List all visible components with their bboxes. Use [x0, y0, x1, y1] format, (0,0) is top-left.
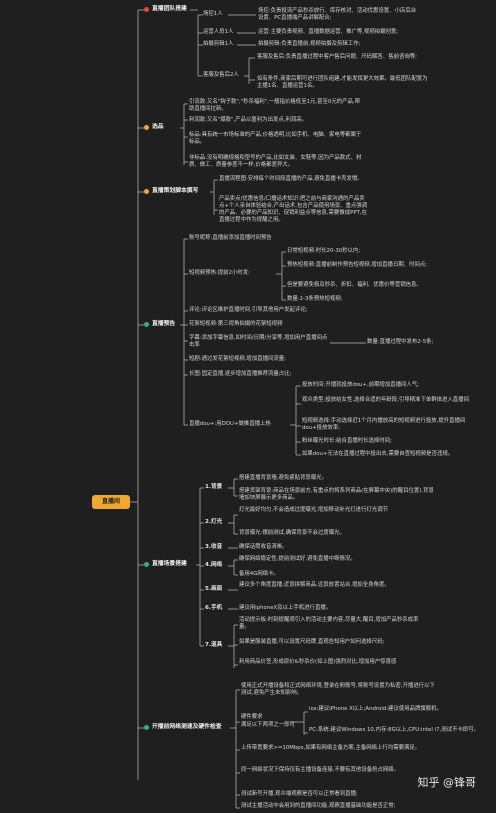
item-detail: 灯光最好均匀,不会造成过度曝光,增加移动补光灯进行灯光调节: [239, 507, 388, 513]
item-detail: 账号昵称:直播前添加直播时间预告: [189, 235, 272, 241]
item-detail: 字幕:添加字幕信息,如时间/日期/分享等,增加用户直播间点击率: [189, 335, 328, 349]
item-aside: 数量:直播过程中发布2-5条;: [367, 339, 434, 345]
item-detail: 短视频选择:手动选择近1个月内播放高的短视频进行投放,提升直播间dou+投放效率…: [302, 418, 466, 432]
item-detail: 同一网络状况下保持仅有主播设备连接,不要有其他设备抢占网络。: [241, 767, 400, 773]
item-detail: 活动提示板:时刻提醒观引入的活动主要内容,尽量大,醒目,增加产品秒杀成率量。: [239, 617, 419, 631]
item-detail: 搭建货架背景:商品在场景前方,有重点的将系列商品(在屏幕中央)的醒目位置),背景…: [239, 488, 434, 502]
sub-label: 5.画面: [205, 586, 223, 592]
green-dot-icon: [144, 725, 149, 731]
item-detail: 运营:主要负责视频、直播数据运营、推广等,视频拍摄创意;: [258, 29, 399, 35]
item-detail: 产品卖点/优惠信息/口播话术知识:把之前与商家沟通的产品卖点+个人亲自体验结合,…: [219, 196, 368, 224]
item-detail: PC:系统:建议Windows 10,内存:8G以上,CPU:intel i7,…: [309, 727, 479, 733]
green-dot-icon: [144, 322, 149, 328]
item-detail: 如有条件,商家后期可进行团队组建,才能发挥更大效果。最低团队配置为主播1名、直播…: [257, 76, 428, 90]
section-title: 直播场景搭建: [152, 561, 187, 567]
item-detail: 短剧:通过发花絮短视频,增加直播间流量;: [189, 356, 286, 362]
section-team[interactable]: 直播团队搭建: [144, 6, 187, 14]
item-detail: 观众类型:投放给女性,选择合适的年龄段,引导精准下单群体进入直播间: [302, 397, 469, 403]
item-detail: 但是要避免极及秒杀、折扣、福利、优惠价等营销信息。: [287, 282, 422, 288]
item-detail: 如果dou+无法在直播过程中投出去,需要自查短视频是否违规。: [302, 451, 454, 457]
item-label: 直播dou+:用DOU+做推直播上热: [189, 421, 271, 427]
item-detail: 利用商品价签,形成原价&秒杀价(如上图)强烈对比,增加用户惊喜感: [239, 659, 397, 665]
item-detail: 确保网络稳定性,提前测试好,避免直播中断情况。: [239, 556, 356, 562]
orange-dot-icon: [144, 189, 149, 195]
section-network-hardware-check[interactable]: 开播前网络测速及硬件检查: [144, 724, 222, 732]
item-detail: 粉丝曝光时长:结合直播时长选择时间;: [302, 438, 392, 444]
item-detail: 引流款:又名"钩子款","秒杀福利",一般指价格低至1元,甚至0元的产品,帮助直…: [189, 99, 360, 113]
root-node[interactable]: 直播间: [92, 495, 130, 509]
item-detail: 拍摄剪辑:负责直播前,视频拍摄及剪辑工作;: [258, 41, 361, 47]
item-detail: 非标品:没有明确规格和型号的产品,比如女装、女鞋等,因为产品款式、材质、做工、质…: [189, 155, 362, 169]
item-detail: 使用正式开播设备和正式网络环境,登录在粉账号,将账号设置为私密,开播进行以下测试…: [241, 683, 435, 697]
item-detail: 备用4G网络卡。: [239, 571, 279, 577]
section-live-preview[interactable]: 直播预告: [144, 321, 175, 329]
orange-dot-icon: [144, 125, 149, 131]
item-label: 拍摄剪辑1人: [203, 41, 234, 47]
item-label: 场控1人: [203, 11, 223, 17]
sub-label: 4.网络: [205, 562, 223, 568]
section-title: 直播团队搭建: [152, 6, 187, 12]
item-detail: 评论:评论区维护直播时间,引导其他用户发起评论;: [189, 307, 308, 313]
item-detail: 长图:固定直播,逐步增加直播推荐流量占比;: [189, 371, 292, 377]
item-detail: 花絮短视频:第三视角拍摄的花絮短视频: [189, 321, 283, 327]
item-detail: 如果是服装直播,可以设置尺码牌,直观告知用户如何选择尺码;: [239, 639, 385, 645]
sub-label: 1.背景: [205, 484, 223, 490]
item-detail: 直播流程图:安排每个时间段直播的产品,避免直播卡壳发懵。: [219, 176, 363, 182]
item-detail: 上传带宽要求>=10Mbps,如果有网络主备方案,主备网络上行均需要满足。: [241, 745, 421, 751]
sub-label: 6.手机: [205, 605, 223, 611]
watermark: 知乎 @锋哥: [417, 776, 477, 790]
red-dot-icon: [144, 7, 149, 13]
item-label: 客服及售后2人: [203, 72, 239, 78]
section-title: 直播预告: [152, 321, 176, 327]
section-title: 选品: [152, 124, 164, 130]
item-detail: ios:建议iPhone X以上;Android:建议使用品牌旗舰机。: [309, 706, 442, 712]
item-detail: 场控:负责投流产品秒杀放行、库存核对、活动优惠设置、小店后台设置、PC直播端产品…: [258, 8, 417, 22]
item-sub: 满足以下两项之一即可: [241, 722, 295, 728]
section-title: 直播策划脚本撰写: [152, 188, 199, 194]
section-product-selection[interactable]: 选品: [144, 124, 164, 132]
item-detail: 预热短视频:直播前制作预告短视频,增加直播日期、时间点;: [287, 262, 428, 268]
item-detail: 客服及售后:负责直播过程中客户售后问题、尺码解答、售前咨询等;: [257, 54, 417, 60]
item-detail: 标品:具有统一市场标准的产品,价格透明,比如手机、电脑、家电等都属于标品。: [189, 132, 362, 146]
item-label: 短视频预热:提前2小时发:: [189, 270, 250, 276]
section-title: 开播前网络测速及硬件检查: [152, 724, 222, 730]
item-detail: 背景曝光:摆前测试,确保背景不会过度曝光。: [239, 530, 345, 536]
item-detail: 数量:2-3条预热短视频;: [287, 296, 343, 302]
item-detail: 利润款:又名"爆款",产品以盈利为出发点,利润高。: [189, 117, 308, 123]
sub-label: 7.道具: [205, 642, 223, 648]
item-label: 运营人员1人: [203, 29, 234, 35]
item-detail: 投放时间:开播就投放dou+,前期增加直播间人气;: [302, 382, 420, 388]
green-dot-icon: [144, 562, 149, 568]
item-detail: 搭建直播背景墙,避免紧贴背景曝光。: [239, 475, 327, 481]
item-detail: 建议多个角度直播,近景拼解商品,远景放置站台,增加全身角度。: [239, 582, 390, 588]
sub-label: 3.收音: [205, 544, 223, 550]
section-script-planning[interactable]: 直播策划脚本撰写: [144, 188, 198, 196]
item-label: 硬件要求: [241, 714, 263, 720]
item-detail: 测试新号开播,观众端观察是否可以正常看到直播;: [241, 791, 358, 797]
item-detail: 确保话筒收音清晰。: [239, 544, 288, 550]
item-detail: 建议用iphoneX及以上手机进行直播。: [239, 605, 332, 611]
sub-label: 2.灯光: [205, 519, 223, 525]
section-scene-setup[interactable]: 直播场景搭建: [144, 561, 187, 569]
item-detail: 日常短视频:时长20-30秒以内;: [287, 248, 361, 254]
item-detail: 测试主播活动中会用到的直播间功能,观察直播基础功能是否正常;: [241, 803, 396, 809]
